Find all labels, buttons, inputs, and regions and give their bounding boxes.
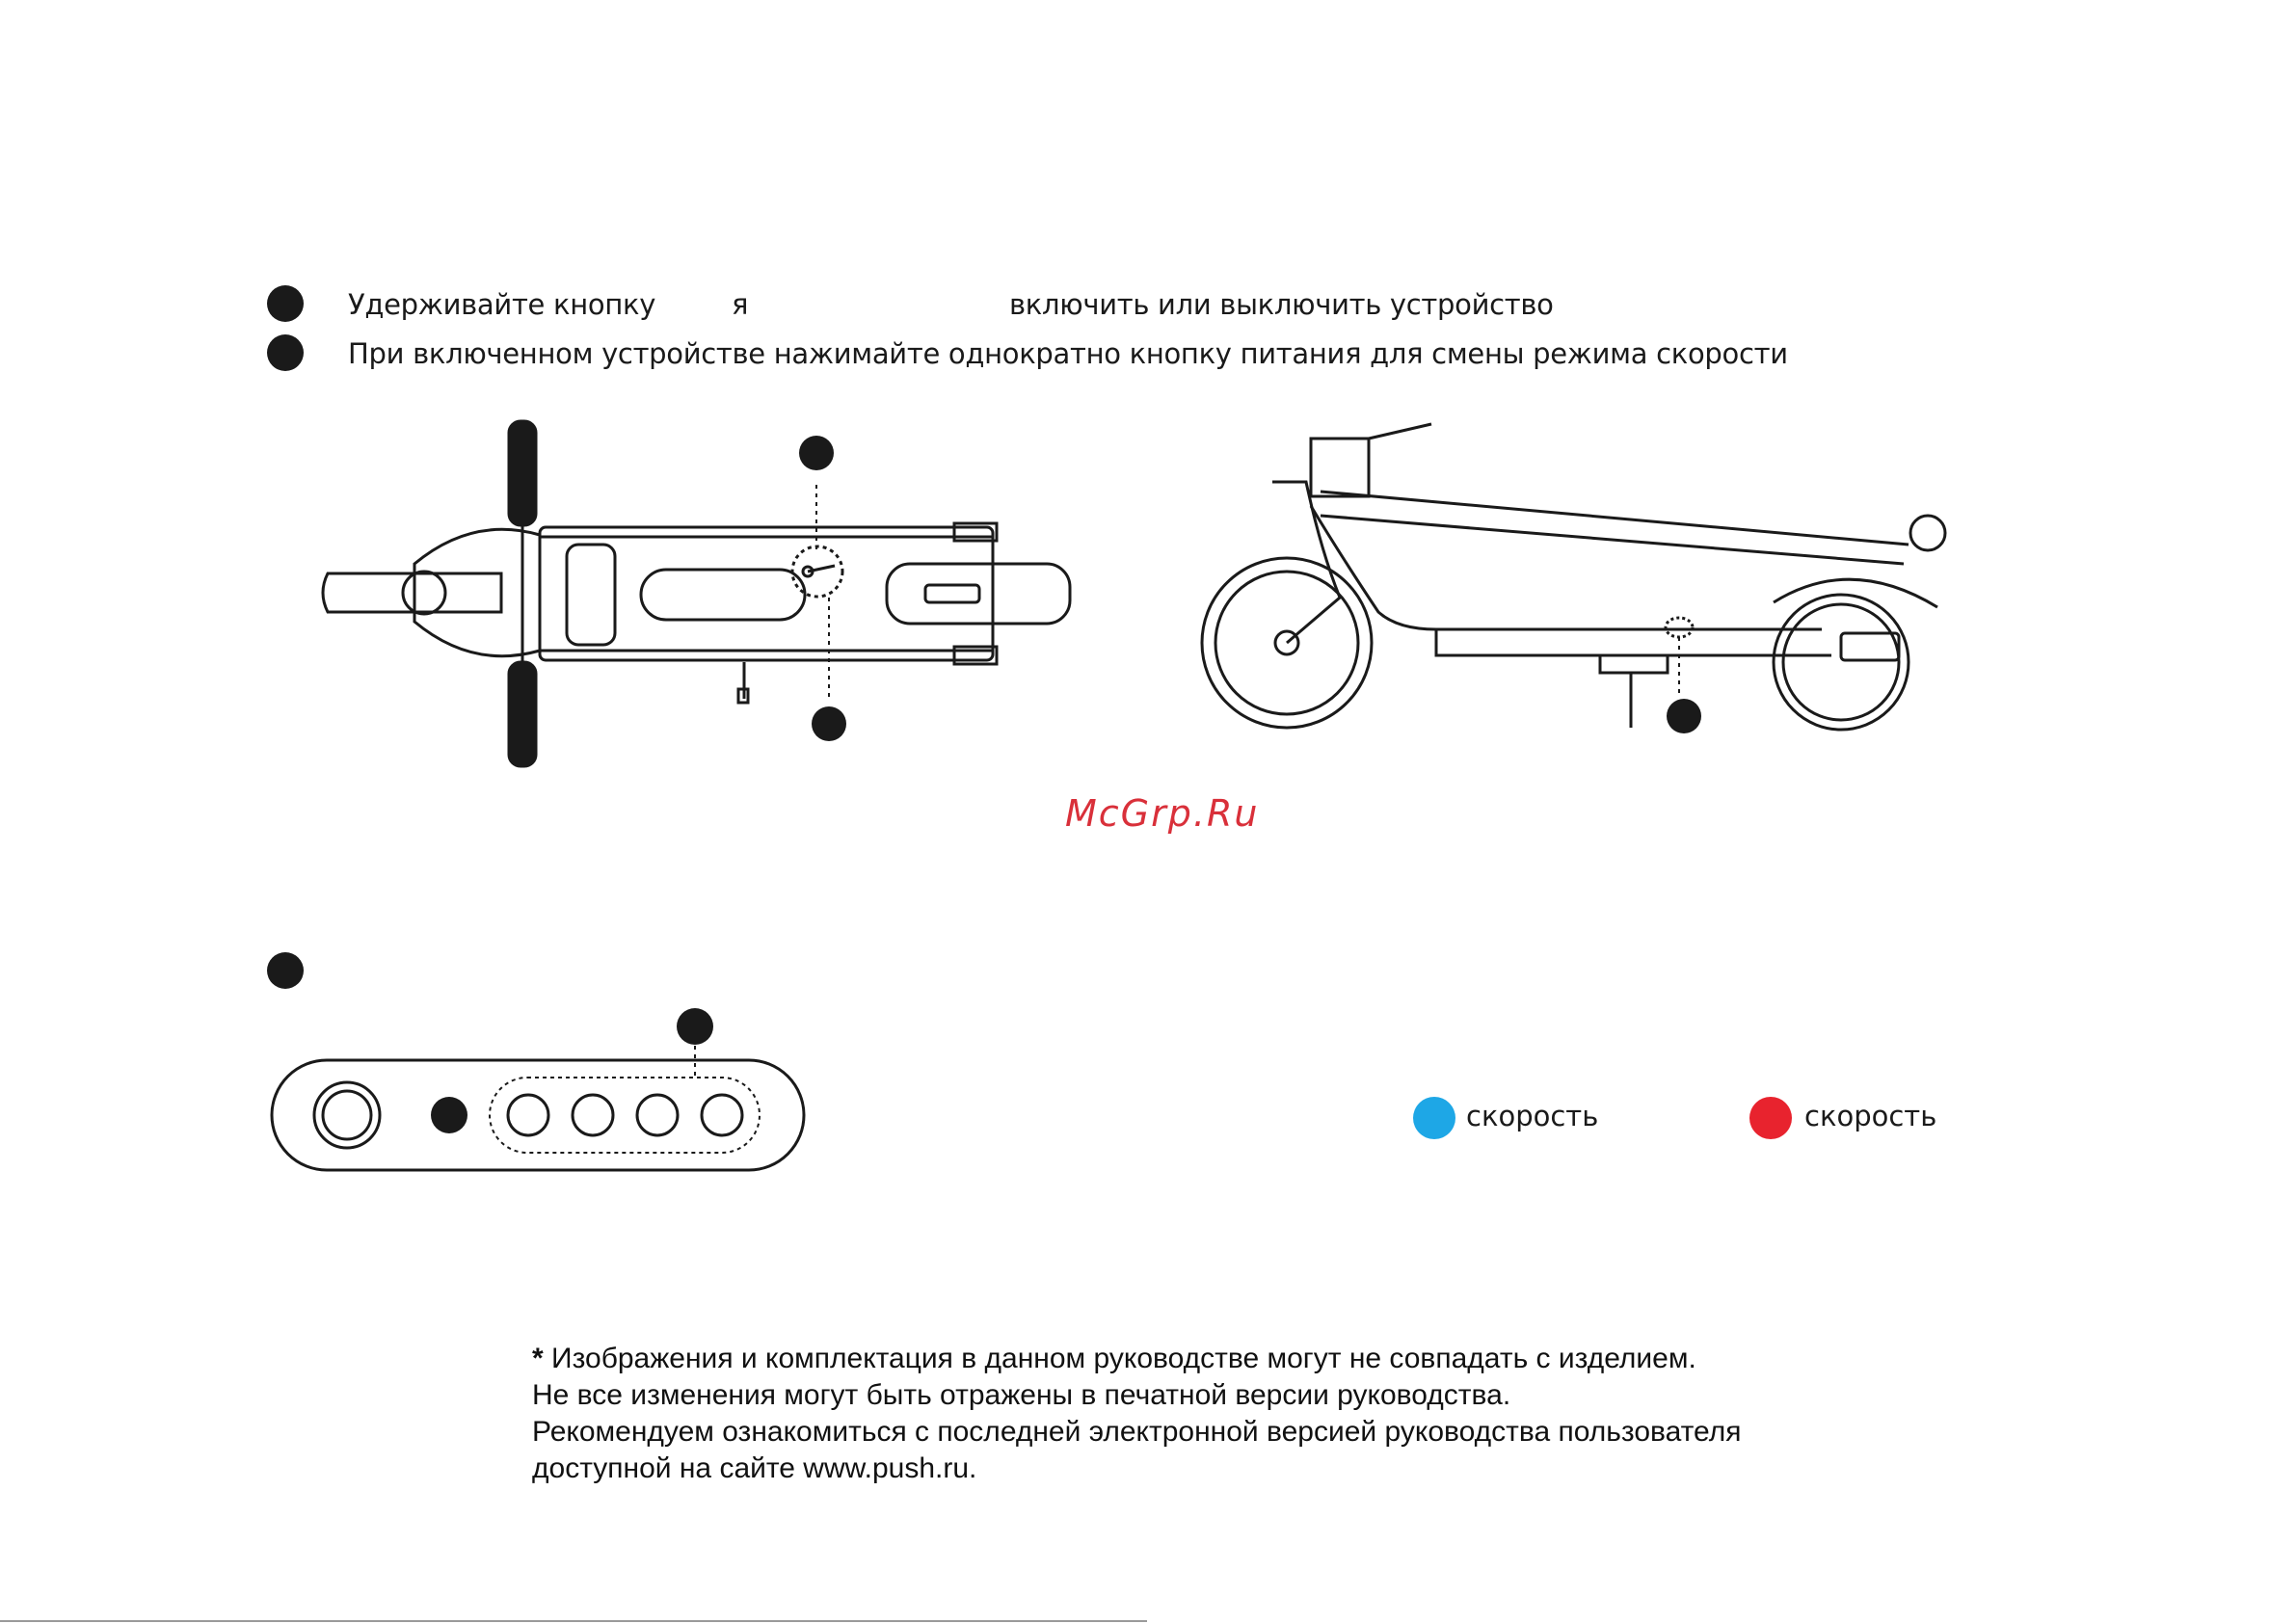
disclaimer-line-3: Рекомендуем ознакомиться с последней эле… <box>532 1416 1742 1448</box>
bottom-rule <box>0 1620 1147 1622</box>
legend-blue-dot <box>1413 1097 1455 1139</box>
legend-red-label: скорость <box>1804 1100 1937 1132</box>
callout-dot-panel <box>677 1008 713 1045</box>
scooter-side-view-illustration <box>1200 422 1947 733</box>
disclaimer-line-4: доступной на сайте www.push.ru. <box>532 1452 977 1484</box>
bullet-dot-3 <box>267 952 304 989</box>
scooter-top-view-illustration <box>321 419 1072 768</box>
callout-dot-side <box>1667 699 1701 733</box>
instruction-line-1-end: включить или выключить устройство <box>1009 288 1554 321</box>
instruction-line-1-start: Удерживайте кнопку <box>348 288 656 321</box>
callout-dot-top-2 <box>812 706 846 741</box>
instruction-line-1-mid: я <box>732 288 749 321</box>
disclaimer-star: * <box>532 1343 544 1374</box>
control-panel-illustration <box>270 1008 806 1172</box>
legend-red-dot <box>1749 1097 1792 1139</box>
disclaimer-line-1-text: Изображения и комплектация в данном руко… <box>543 1343 1696 1374</box>
bullet-dot-1 <box>267 285 304 322</box>
disclaimer-line-1: * Изображения и комплектация в данном ру… <box>532 1341 1741 1377</box>
disclaimer-block: * Изображения и комплектация в данном ру… <box>532 1341 1741 1487</box>
power-indicator-icon <box>431 1097 467 1133</box>
disclaimer-line-2: Не все изменения могут быть отражены в п… <box>532 1379 1511 1411</box>
instruction-line-2: При включенном устройстве нажимайте одно… <box>348 337 1788 370</box>
bullet-dot-2 <box>267 334 304 371</box>
callout-dot-top-1 <box>799 436 834 470</box>
legend-blue-label: скорость <box>1466 1100 1599 1132</box>
watermark-text: McGrp.Ru <box>1065 792 1260 835</box>
